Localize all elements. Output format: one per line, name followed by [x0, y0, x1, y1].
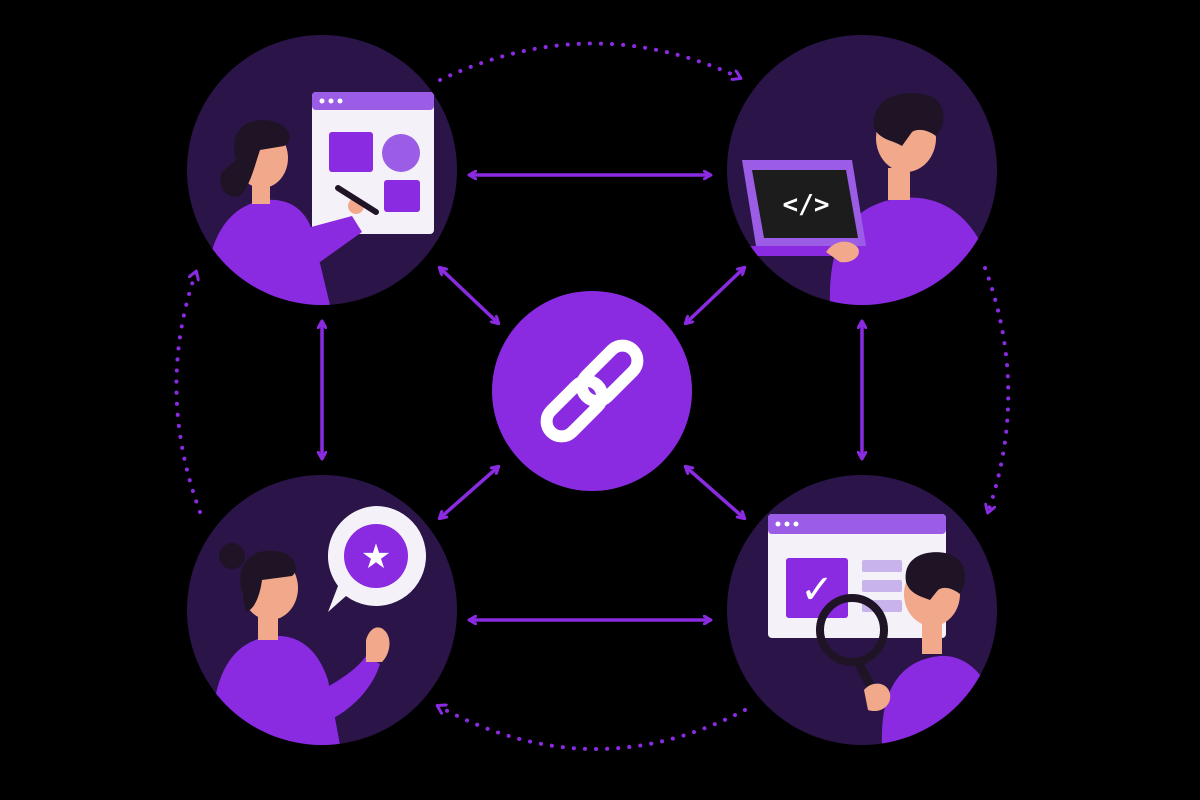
- bidirectional-arrows: [322, 175, 862, 620]
- cycle-arrow-developer-reviewer: [983, 266, 1011, 512]
- code-glyph: </>: [783, 190, 830, 220]
- arrow-center-developer: [686, 268, 744, 323]
- feedback-hair: [240, 550, 296, 612]
- cycle-arrows: [174, 41, 1011, 751]
- arrow-center-reviewer: [686, 467, 744, 518]
- arrow-center-designer: [440, 268, 498, 323]
- designer-node: [187, 35, 457, 305]
- cycle-arrow-designer-developer: [438, 41, 740, 82]
- center-hub: [492, 291, 692, 491]
- center-hub-circle: [492, 291, 692, 491]
- cycle-arrow-feedback-designer: [174, 272, 202, 514]
- cycle-arrow-reviewer-feedback: [438, 706, 747, 751]
- small-square-shape: [384, 180, 420, 212]
- square-shape: [329, 132, 373, 172]
- developer-hair: [873, 93, 944, 146]
- whiteboard-header: [312, 92, 434, 110]
- chain-link-icon: [540, 339, 644, 443]
- laptop-screen: [752, 170, 858, 238]
- feedback-icon: ★: [211, 506, 426, 745]
- feedback-body: [211, 635, 340, 745]
- pen-icon: [335, 185, 379, 215]
- magnifier-icon: [816, 594, 888, 666]
- reviewer-hair: [905, 552, 966, 600]
- developer-node: </>: [727, 35, 997, 305]
- feedback-node: ★: [187, 475, 457, 745]
- reviewer-node: ✓: [727, 475, 997, 745]
- raised-hand: [366, 627, 390, 662]
- circle-shape: [382, 134, 420, 172]
- designer-hair: [220, 120, 290, 197]
- arrow-center-feedback: [440, 467, 498, 518]
- star-icon: ★: [361, 537, 391, 577]
